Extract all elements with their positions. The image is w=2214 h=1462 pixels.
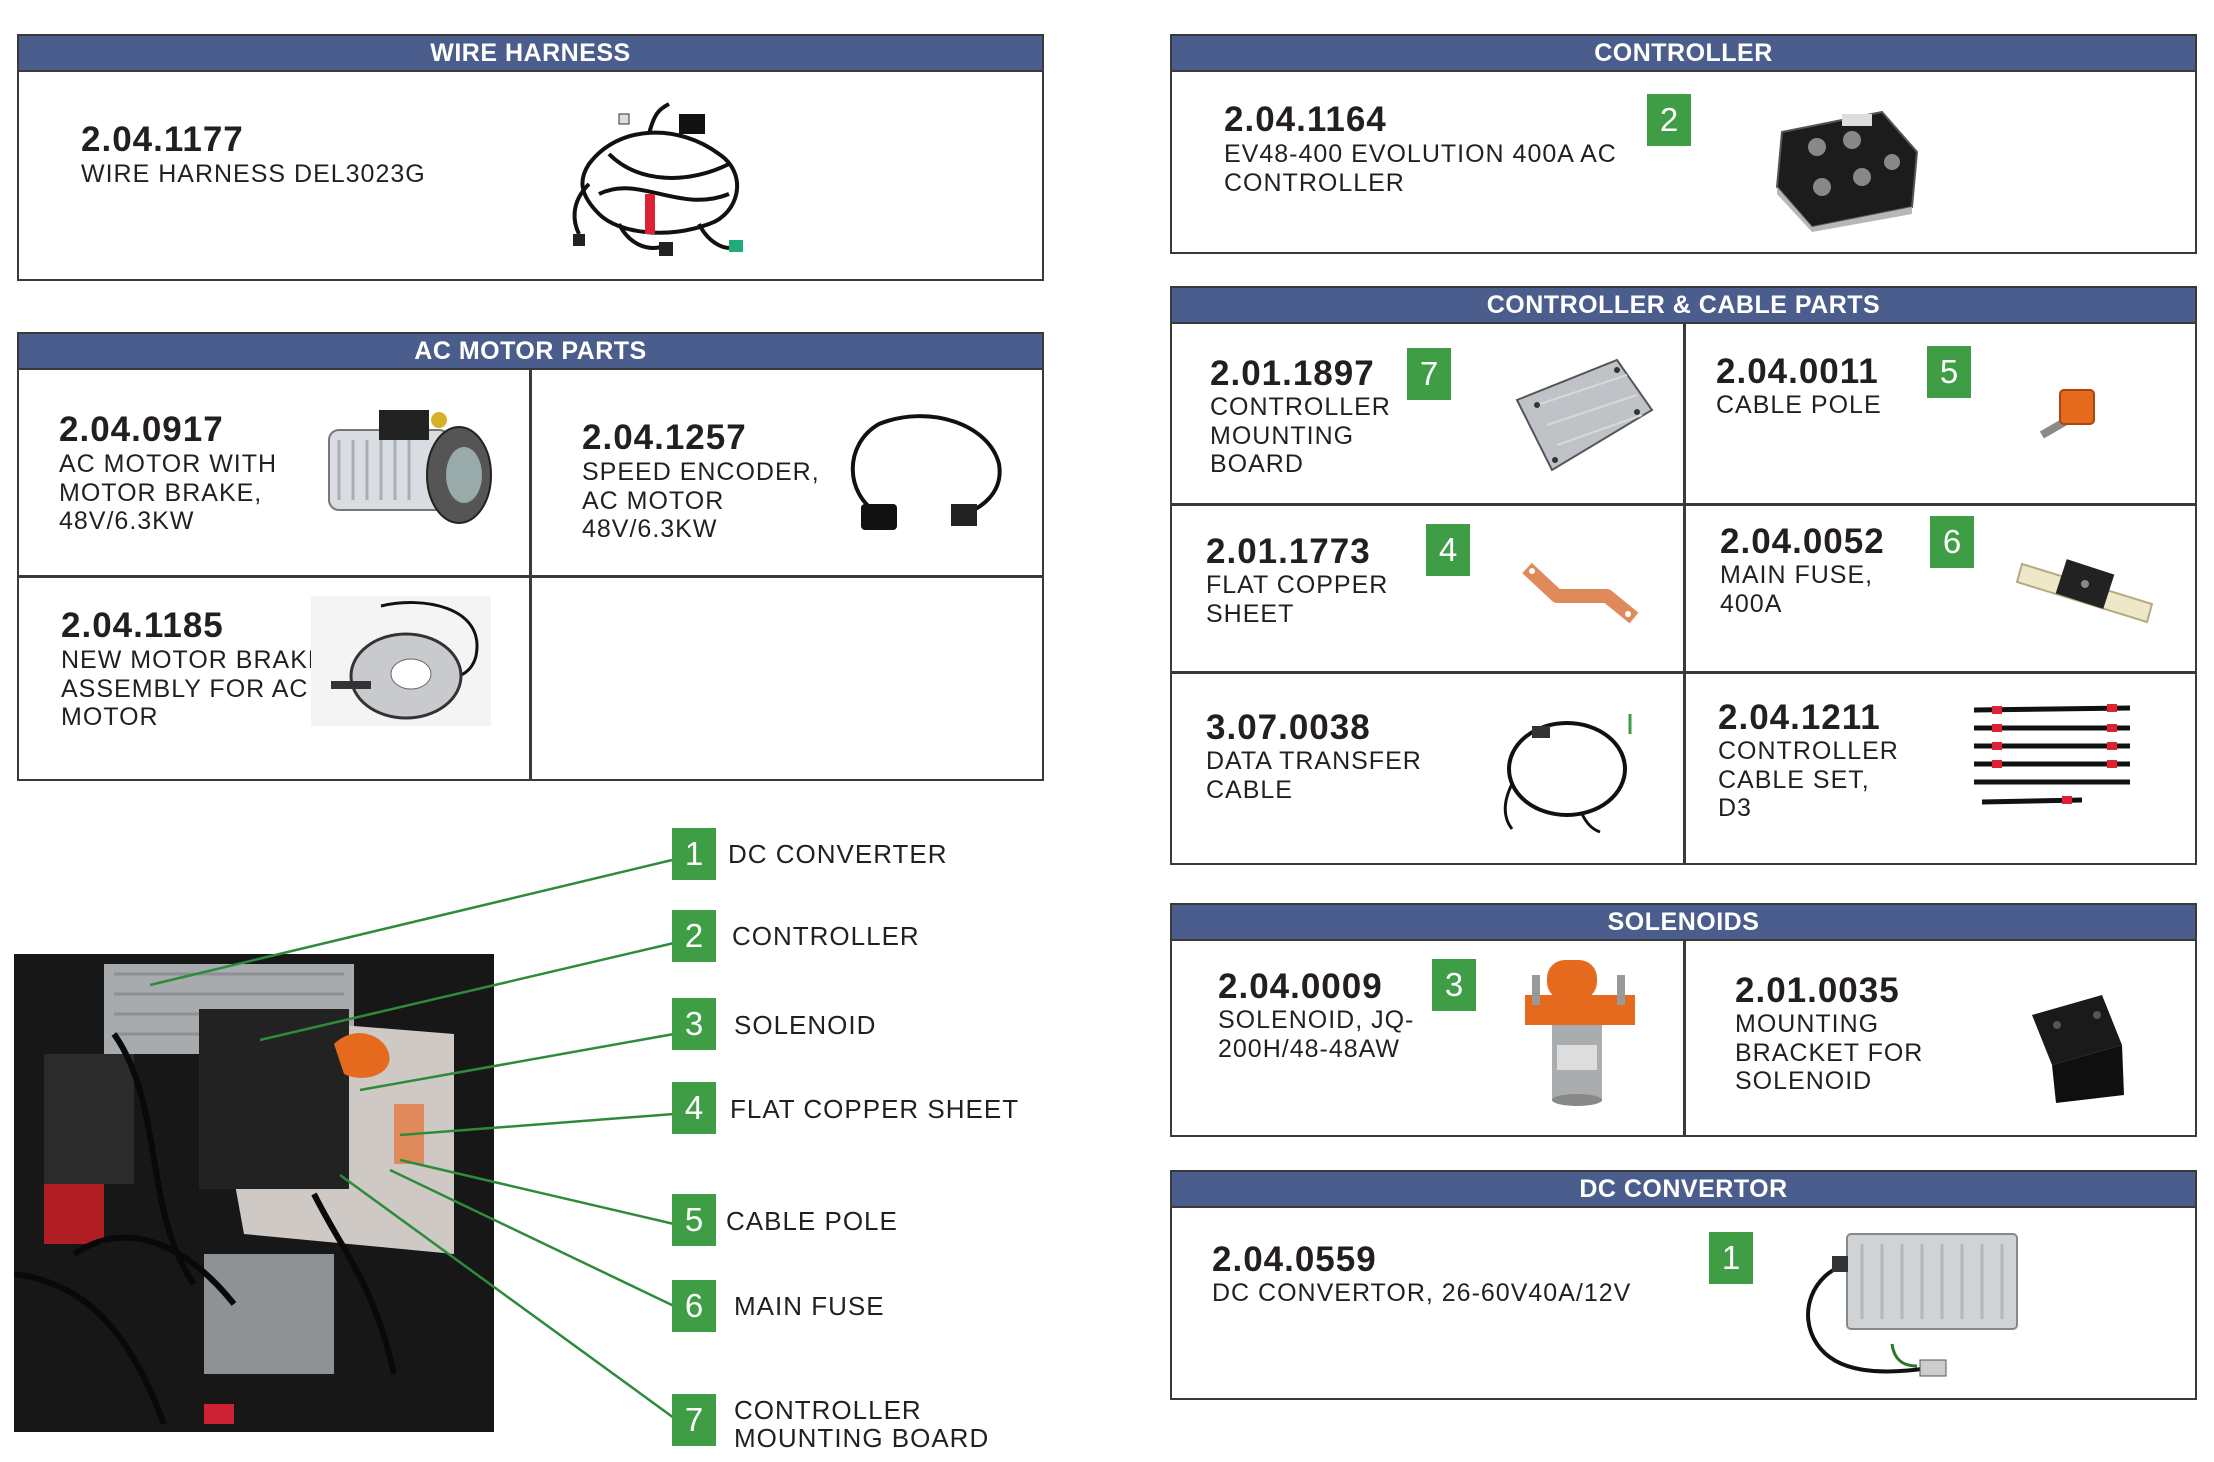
part-description: FLAT COPPER SHEET — [1206, 571, 1389, 628]
part-number: 2.04.0009 — [1218, 967, 1383, 1006]
callout-badge: 2 — [1647, 94, 1691, 146]
part-number: 2.04.0052 — [1720, 522, 1885, 561]
mounting-bracket-image — [2032, 995, 2124, 1103]
part-description: CONTROLLER CABLE SET, D3 — [1718, 737, 1899, 822]
flat-copper-sheet-image — [1522, 562, 1639, 624]
legend-badge: 6 — [672, 1280, 716, 1332]
part-description: DC CONVERTOR, 26-60V40A/12V — [1212, 1279, 1632, 1307]
part-description: EV48-400 EVOLUTION 400A AC CONTROLLER — [1224, 140, 1617, 197]
part-description: SPEED ENCODER, AC MOTOR 48V/6.3KW — [582, 458, 820, 543]
cable-pole-image — [2039, 389, 2095, 439]
part-description: DATA TRANSFER CABLE — [1206, 747, 1422, 804]
wire-harness-image — [572, 102, 743, 256]
section-title: SOLENOIDS — [1172, 905, 2195, 941]
part-description: SOLENOID, JQ- 200H/48-48AW — [1218, 1006, 1415, 1063]
part-description: CABLE POLE — [1716, 391, 1882, 419]
part-number: 2.04.1185 — [61, 606, 224, 645]
ac-motor-image — [328, 410, 492, 524]
part-description: NEW MOTOR BRAKE ASSEMBLY FOR AC MOTOR — [61, 646, 326, 731]
part-description: CONTROLLER MOUNTING BOARD — [1210, 393, 1391, 478]
part-description: MAIN FUSE, 400A — [1720, 561, 1874, 618]
legend-label: CONTROLLER MOUNTING BOARD — [734, 1395, 990, 1453]
part-number: 2.04.0559 — [1212, 1240, 1377, 1279]
legend-badge: 5 — [672, 1194, 716, 1246]
section-title: CONTROLLER — [1172, 36, 2195, 72]
solenoid-image — [1525, 960, 1635, 1106]
dc-convertor-panel: DC CONVERTOR 2.04.0559 DC CONVERTOR, 26-… — [1170, 1170, 2197, 1400]
controller-cable-set-image — [1973, 704, 2131, 805]
part-number: 2.01.0035 — [1735, 971, 1900, 1010]
ac-motor-parts-panel: AC MOTOR PARTS 2.04.0917 AC MOTOR WITH M… — [17, 332, 1044, 781]
legend-badge: 4 — [672, 1082, 716, 1134]
controller-image — [1775, 110, 1919, 232]
motor-brake-image — [311, 596, 491, 726]
legend-label: DC CONVERTER — [728, 839, 948, 869]
callout-badge: 1 — [1709, 1232, 1753, 1284]
solenoids-panel: SOLENOIDS 2.04.0009 SOLENOID, JQ- 200H/4… — [1170, 903, 2197, 1137]
legend-badge: 3 — [672, 998, 716, 1050]
controller-panel: CONTROLLER 2.04.1164 EV48-400 EVOLUTION … — [1170, 34, 2197, 254]
part-number: 2.04.1177 — [81, 120, 244, 159]
part-number: 2.04.1211 — [1718, 698, 1881, 737]
legend-label: FLAT COPPER SHEET — [730, 1094, 1020, 1124]
part-description: WIRE HARNESS DEL3023G — [81, 160, 426, 188]
part-number: 2.04.1164 — [1224, 100, 1387, 139]
part-number: 2.01.1897 — [1210, 354, 1375, 393]
part-number: 2.04.0917 — [59, 410, 224, 449]
data-transfer-cable-image — [1503, 714, 1632, 834]
main-fuse-image — [2015, 559, 2154, 624]
part-number: 3.07.0038 — [1206, 708, 1371, 747]
part-number: 2.04.1257 — [582, 418, 747, 457]
callout-badge: 7 — [1407, 348, 1451, 400]
part-number: 2.01.1773 — [1206, 532, 1371, 571]
part-description: MOUNTING BRACKET FOR SOLENOID — [1735, 1010, 1924, 1095]
legend-label: CABLE POLE — [726, 1206, 898, 1236]
speed-encoder-image — [850, 414, 1002, 530]
wire-harness-panel: WIRE HARNESS 2.04.1177 WIRE HARNESS DEL3… — [17, 34, 1044, 281]
section-title: WIRE HARNESS — [19, 36, 1042, 72]
legend-label: CONTROLLER — [732, 921, 920, 951]
dc-convertor-image — [1806, 1233, 2018, 1377]
legend-badge: 7 — [672, 1394, 716, 1446]
mounting-board-image — [1515, 358, 1654, 472]
legend-badge: 2 — [672, 910, 716, 962]
legend-label: MAIN FUSE — [734, 1291, 885, 1321]
part-number: 2.04.0011 — [1716, 352, 1879, 391]
callout-badge: 3 — [1432, 959, 1476, 1011]
installation-photo — [14, 954, 494, 1432]
section-title: CONTROLLER & CABLE PARTS — [1172, 288, 2195, 324]
part-description: AC MOTOR WITH MOTOR BRAKE, 48V/6.3KW — [59, 450, 278, 535]
callout-badge: 6 — [1930, 516, 1974, 568]
section-title: AC MOTOR PARTS — [19, 334, 1042, 370]
callout-badge: 4 — [1426, 524, 1470, 576]
legend-badge: 1 — [672, 828, 716, 880]
callout-badge: 5 — [1927, 346, 1971, 398]
section-title: DC CONVERTOR — [1172, 1172, 2195, 1208]
legend-label: SOLENOID — [734, 1010, 877, 1040]
controller-cable-parts-panel: CONTROLLER & CABLE PARTS 2.01.1897 CONTR… — [1170, 286, 2197, 865]
